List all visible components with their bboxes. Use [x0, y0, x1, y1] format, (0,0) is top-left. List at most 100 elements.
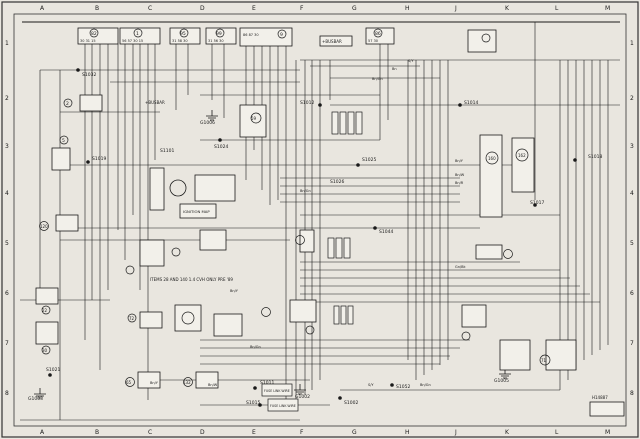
svg-text:22: 22 — [42, 308, 48, 313]
col-label: F — [300, 429, 304, 436]
splice-label: S1032 — [82, 72, 96, 78]
component-distributor — [194, 174, 236, 202]
svg-text:5: 5 — [62, 138, 65, 144]
wire-code: Bn/Y — [150, 381, 159, 385]
component-65: 65 — [125, 371, 161, 389]
col-label: H — [405, 429, 410, 436]
component-118 — [213, 307, 271, 337]
row-label: 3 — [5, 143, 9, 150]
top-right-connector — [467, 29, 497, 53]
row-label: 5 — [630, 240, 634, 247]
component-64: 162 — [511, 137, 535, 193]
svg-text:H14887: H14887 — [592, 395, 608, 400]
col-label: A — [40, 429, 45, 436]
wire-code: Bn/Gn — [250, 345, 261, 349]
splice-labels: S1032 S1012 S1014 S1024 S1025 S1026 S101… — [46, 72, 602, 406]
svg-text:86: 86 — [375, 31, 381, 37]
component-22: 22 — [35, 287, 59, 315]
row-label: 6 — [630, 290, 634, 297]
ground-label: G1005 — [494, 378, 509, 384]
splice-label: S1052 — [396, 384, 410, 390]
svg-text:1: 1 — [136, 31, 139, 37]
wire-code: S/Y — [408, 59, 414, 63]
row-label: 8 — [5, 390, 9, 397]
svg-text:86 87 30: 86 87 30 — [243, 33, 259, 37]
row-label: 2 — [5, 95, 9, 102]
col-label: H — [405, 5, 410, 12]
wire-code: Gn/Bk — [455, 265, 467, 269]
col-label: E — [252, 5, 256, 12]
svg-text:59: 59 — [251, 116, 257, 121]
vertical-wires — [39, 22, 609, 420]
row-label: 5 — [5, 240, 9, 247]
col-label: D — [200, 429, 205, 436]
col-label: C — [148, 5, 152, 12]
splice-label: S1019 — [92, 156, 106, 162]
col-label: L — [555, 5, 559, 12]
horizontal-wires — [20, 59, 620, 421]
col-label: C — [148, 429, 152, 436]
component-16 — [475, 244, 513, 260]
wire-code: Bn — [392, 67, 397, 71]
splice-label: S1017 — [530, 200, 544, 206]
svg-text:99: 99 — [216, 31, 222, 37]
col-label: E — [252, 429, 256, 436]
row-label: 7 — [5, 340, 9, 347]
splice-label: S1014 — [464, 100, 478, 106]
component-160: 59 — [239, 104, 267, 138]
svg-text:95: 95 — [180, 31, 186, 37]
col-label: L — [555, 429, 559, 436]
col-label: G — [352, 429, 357, 436]
component-5: 5 — [51, 135, 71, 171]
svg-text:IGNITION MAP: IGNITION MAP — [183, 209, 210, 214]
top-connector-95: 95 31 58 30 — [169, 27, 201, 45]
top-connector-86: 86 57 30 — [365, 27, 395, 45]
svg-text:30: 30 — [42, 348, 48, 353]
column-labels-bottom: A B C D E F G H J K L M — [40, 429, 610, 436]
row-labels-right: 1 2 3 4 5 6 7 8 — [630, 40, 634, 397]
row-label: 1 — [5, 40, 9, 47]
component-71: 71 — [499, 339, 577, 371]
splice-label: S1025 — [362, 157, 376, 163]
col-label: G — [352, 5, 357, 12]
row-label: 7 — [630, 340, 634, 347]
component-75 — [461, 304, 487, 341]
row-labels-left: 1 2 3 4 5 6 7 8 — [5, 40, 9, 397]
splice-label: S1024 — [214, 144, 228, 150]
component-120: 120 — [39, 214, 79, 232]
inner-frame — [13, 13, 627, 427]
ground-label: G1002 — [295, 394, 310, 400]
resistor-bank-bottom — [333, 305, 354, 325]
svg-text:71: 71 — [541, 358, 547, 363]
col-label: B — [95, 5, 99, 12]
component-relay-mid — [125, 229, 227, 275]
top-connector-9: 9 86 87 30 — [239, 27, 293, 47]
ground-labels: G1006 G1003 G1002 G1005 — [28, 120, 509, 402]
splice-label: S1044 — [379, 229, 393, 235]
row-label: 4 — [5, 190, 9, 197]
top-connector-1: 1 56 57 30 15 — [119, 27, 161, 45]
ecu-module: 160 — [479, 134, 503, 218]
svg-text:31 58 30: 31 58 30 — [172, 39, 188, 43]
svg-text:+BUSBAR: +BUSBAR — [322, 39, 342, 44]
row-label: 2 — [630, 95, 634, 102]
component-ignition-coil — [149, 167, 187, 211]
svg-text:30 31 15: 30 31 15 — [80, 39, 96, 43]
col-label: M — [605, 5, 610, 12]
row-label: 4 — [630, 190, 634, 197]
row-label: 6 — [5, 290, 9, 297]
svg-text:FUSE LINK WIRE: FUSE LINK WIRE — [264, 389, 290, 393]
component-132: 132 — [183, 371, 219, 389]
svg-text:162: 162 — [518, 153, 526, 158]
drawing-code-block: H14887 — [589, 395, 625, 417]
resistor-bank-upper — [331, 111, 363, 135]
ground-symbols — [34, 110, 511, 399]
component-59 — [174, 304, 202, 332]
splice-dots — [48, 68, 577, 407]
wire-code: Bn/Gn — [300, 189, 311, 193]
svg-text:65: 65 — [126, 380, 132, 385]
ignition-map-box: IGNITION MAP — [179, 203, 217, 219]
splice-label: S1012 — [300, 100, 314, 106]
svg-text:57 30: 57 30 — [368, 39, 378, 43]
column-labels-top: A B C D E F G H J K L M — [40, 5, 610, 12]
